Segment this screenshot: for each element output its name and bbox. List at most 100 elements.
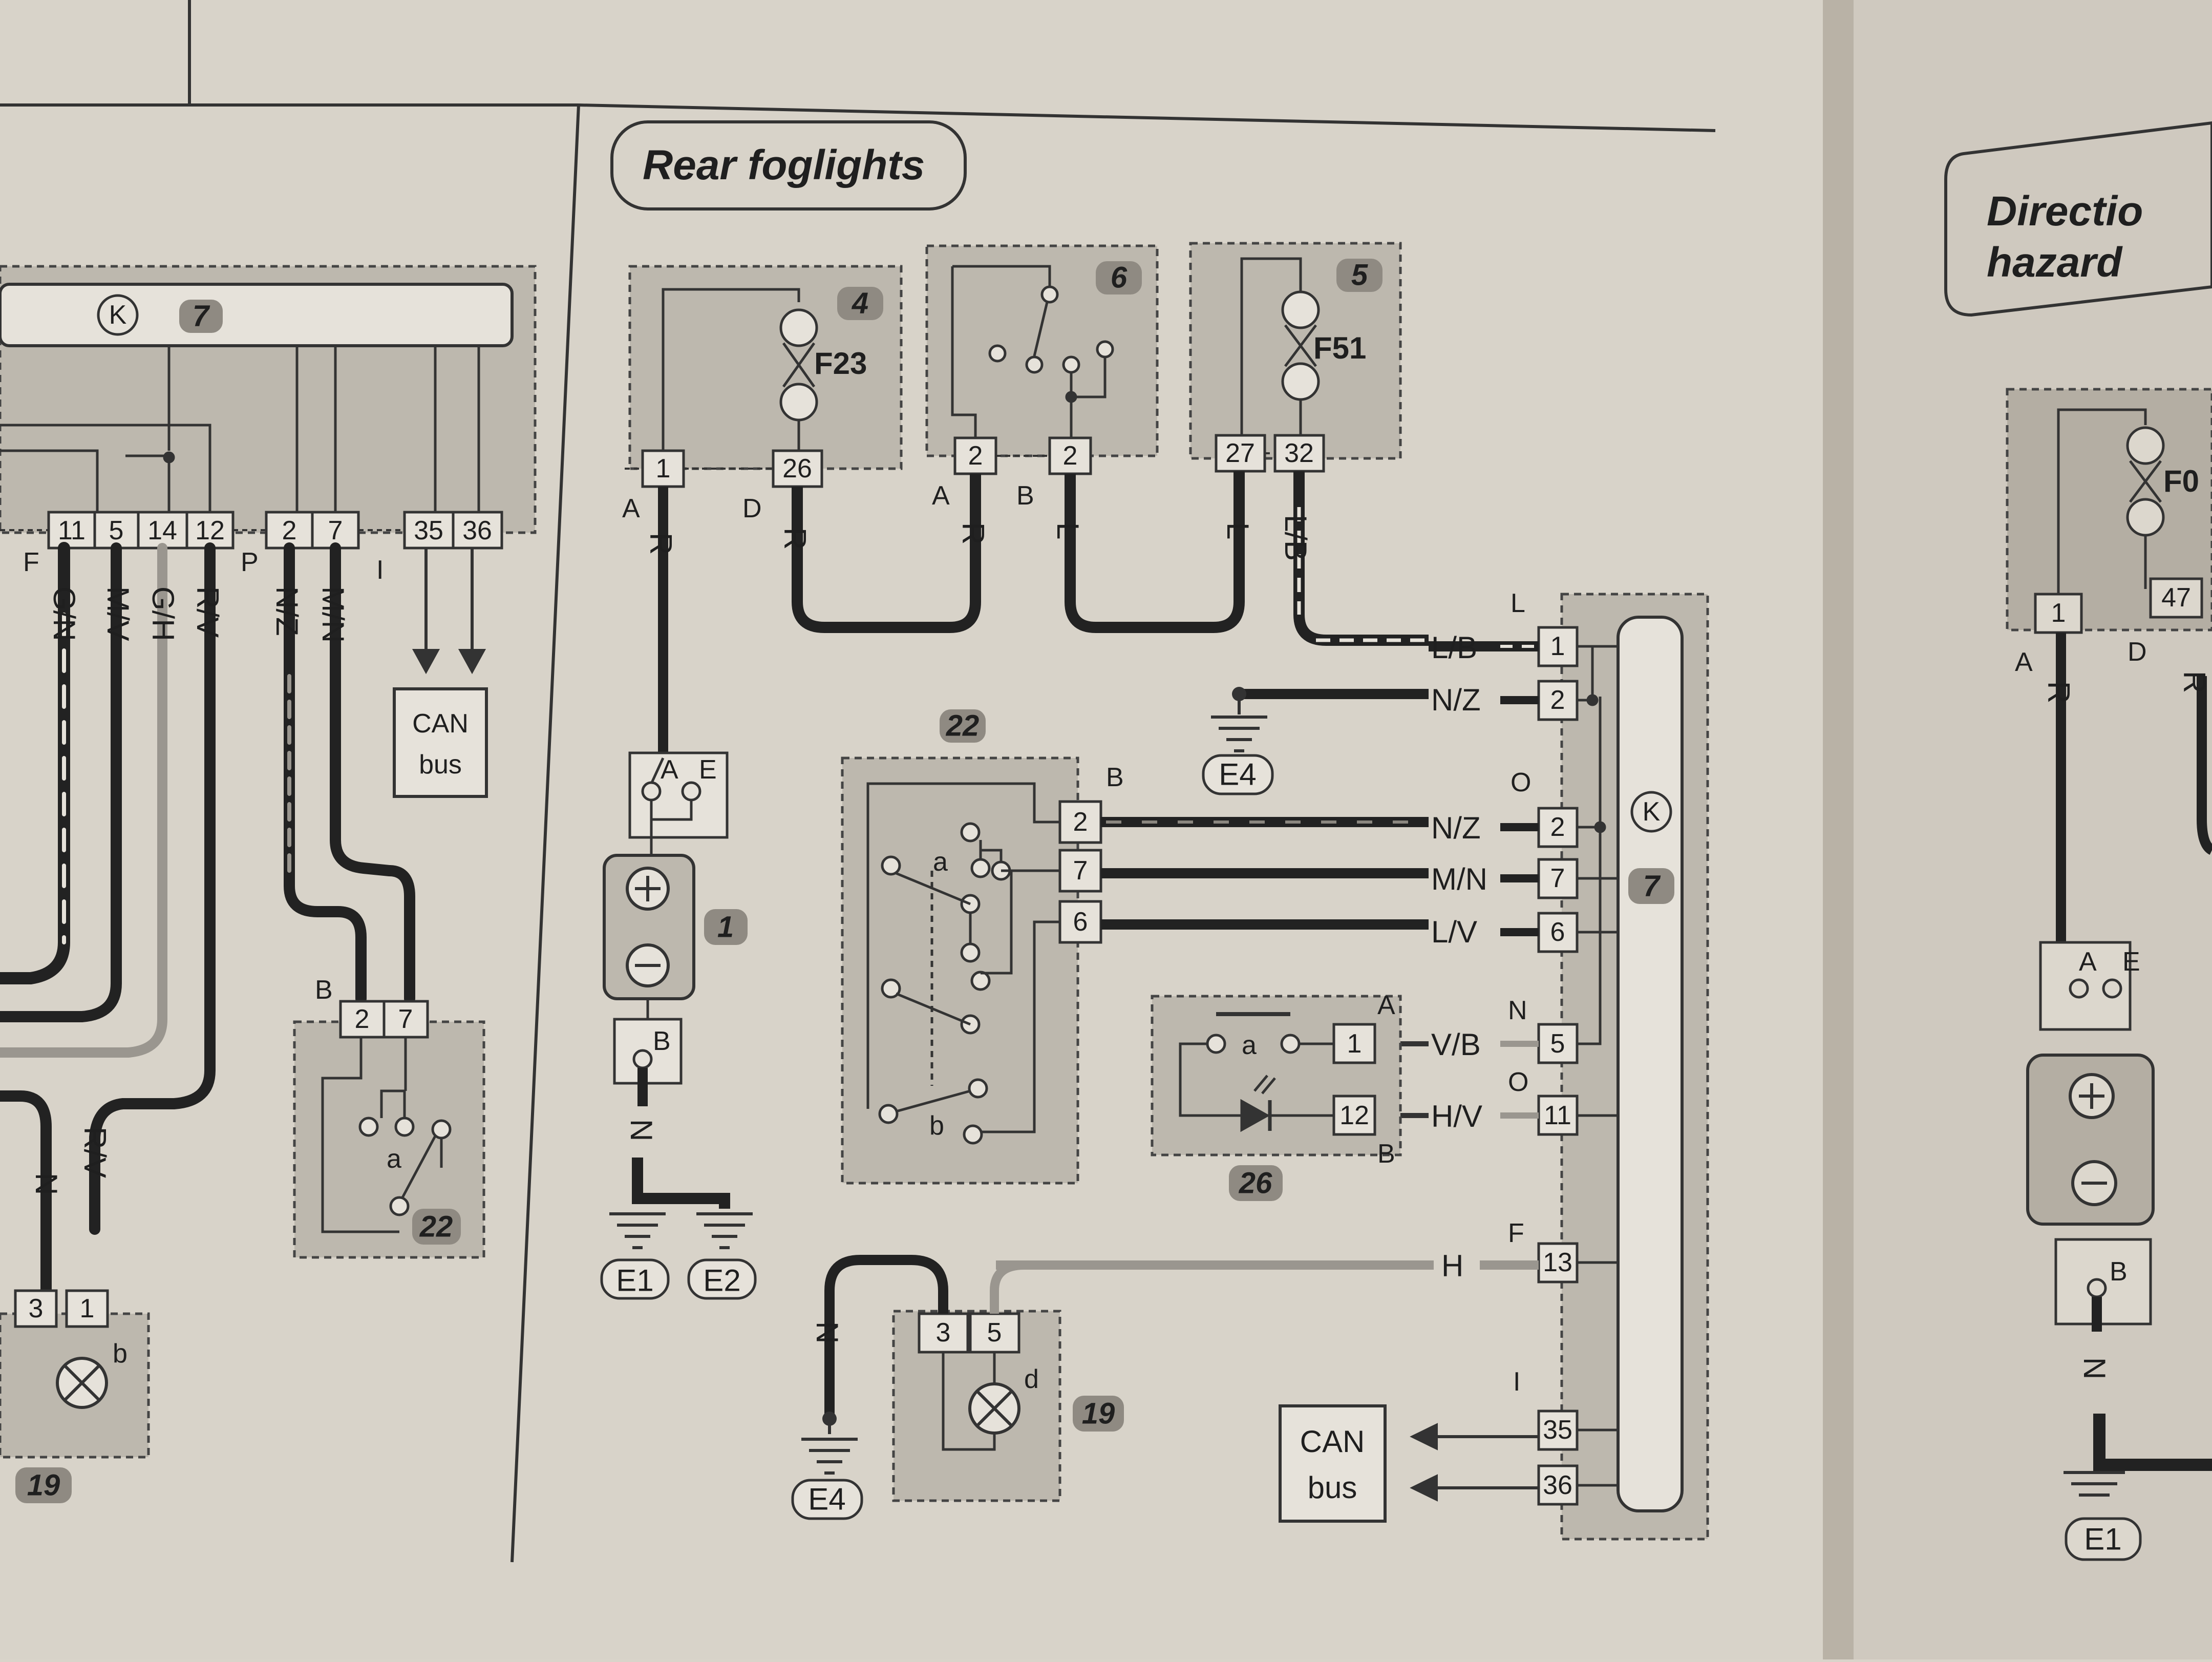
diagram-title: Rear foglights [610,120,967,211]
module-symbol-icon [97,294,139,336]
module-wire-labels: L/B N/Z N/Z M/N L/V V/B H/V H [1431,630,1487,1283]
svg-text:F23: F23 [814,346,867,381]
svg-text:F: F [23,548,39,577]
left-connector: 11 5 14 12 2 7 35 36 F P I [0,511,503,585]
fuse-box-4: 4 F23 1 26 [625,265,903,488]
svg-text:O: O [1511,768,1531,797]
svg-text:R: R [2177,671,2211,693]
svg-text:b: b [113,1339,127,1369]
svg-text:O: O [1508,1067,1528,1097]
svg-text:19: 19 [1082,1397,1115,1430]
svg-text:M/N: M/N [316,586,350,643]
ground-e1: E1 [600,1212,670,1300]
left-wire-labels: G/N M/V G/H R/V N/Z M/N N R/V [29,586,350,1195]
svg-text:I: I [1513,1367,1520,1397]
warning-light-26: 1 12 A B a 26 [1151,991,1402,1201]
next-title-line1: Directio [1987,188,2143,235]
svg-text:5: 5 [109,516,124,545]
left-module-7: K 7 [0,265,537,534]
svg-text:2: 2 [282,516,297,545]
svg-text:N: N [624,1119,658,1141]
svg-text:P: P [241,548,259,577]
svg-text:R: R [778,528,812,550]
svg-text:K: K [1643,797,1661,827]
svg-text:K: K [109,300,127,330]
module-symbol-icon-right [1630,791,1672,833]
rear-foglight-lamp-19: 3 5 d 19 N [810,1255,1124,1502]
svg-text:26: 26 [782,454,812,483]
svg-text:D: D [742,494,762,523]
center-connector-letters: A D A B [622,481,1034,523]
svg-text:7: 7 [1550,864,1565,893]
svg-text:3: 3 [29,1294,44,1323]
svg-text:E: E [2122,947,2140,977]
svg-text:26: 26 [1239,1167,1272,1200]
svg-text:N: N [810,1321,844,1343]
svg-text:CAN: CAN [412,709,469,739]
svg-text:R/V: R/V [78,1127,112,1178]
svg-text:A: A [2015,647,2033,677]
svg-text:32: 32 [1284,438,1314,468]
svg-text:CAN: CAN [1300,1424,1365,1459]
svg-text:22: 22 [419,1210,453,1244]
svg-text:7: 7 [398,1004,413,1034]
svg-text:R/V: R/V [190,586,225,638]
svg-text:1: 1 [2051,598,2066,628]
svg-text:F0: F0 [2163,464,2199,498]
svg-text:6: 6 [1550,917,1565,947]
ground-e4-top: E4 [1202,687,1274,795]
svg-text:R: R [956,522,990,544]
svg-text:36: 36 [462,516,492,545]
svg-text:7: 7 [1643,870,1661,903]
svg-text:V/B: V/B [1431,1027,1481,1062]
svg-text:7: 7 [328,516,343,545]
svg-text:E4: E4 [1219,758,1256,792]
svg-text:b: b [929,1111,944,1141]
relay-box-6: 6 2 2 [925,244,1159,475]
svg-text:A: A [2079,947,2097,977]
svg-text:B: B [653,1026,671,1056]
svg-text:14: 14 [147,516,177,545]
svg-text:2: 2 [1550,812,1565,842]
svg-text:27: 27 [1225,438,1255,468]
svg-text:L/V: L/V [1431,915,1477,949]
svg-text:12: 12 [195,516,225,545]
section-divider [511,104,580,1563]
svg-text:1: 1 [656,454,671,483]
svg-text:a: a [387,1144,401,1174]
svg-text:7: 7 [193,300,210,333]
svg-text:5: 5 [987,1318,1002,1348]
fuse-box-5: 5 F51 27 32 [1189,242,1402,473]
svg-text:A: A [622,494,640,523]
title-text: Rear foglights [643,142,925,188]
svg-text:2: 2 [968,441,983,471]
svg-text:1: 1 [1550,632,1565,661]
svg-text:a: a [1242,1030,1257,1060]
svg-text:N: N [29,1173,63,1195]
svg-text:11: 11 [58,516,86,545]
svg-text:1: 1 [717,911,734,944]
svg-text:3: 3 [936,1318,951,1348]
svg-text:47: 47 [2161,583,2191,613]
svg-text:E4: E4 [808,1482,845,1517]
next-title-line2: hazard [1987,239,2123,286]
left-can-bus-box: CAN bus [393,687,488,798]
svg-text:M/N: M/N [1431,862,1487,896]
svg-text:bus: bus [1308,1470,1357,1505]
svg-text:F: F [1508,1218,1524,1248]
svg-text:N/Z: N/Z [270,586,304,636]
svg-text:N/Z: N/Z [1431,811,1481,845]
ground-e4-bottom: E4 [791,1412,863,1520]
svg-text:1: 1 [1347,1029,1362,1059]
svg-text:35: 35 [1543,1415,1572,1445]
svg-text:L: L [1051,522,1085,539]
svg-text:4: 4 [852,287,868,320]
svg-text:B: B [1016,481,1034,511]
left-lamp-19: 3 1 b 19 [0,1289,150,1503]
svg-text:1: 1 [80,1294,95,1323]
svg-text:H: H [1441,1249,1463,1283]
svg-text:7: 7 [1073,856,1088,886]
svg-text:2: 2 [355,1004,370,1034]
svg-text:22: 22 [946,709,980,743]
